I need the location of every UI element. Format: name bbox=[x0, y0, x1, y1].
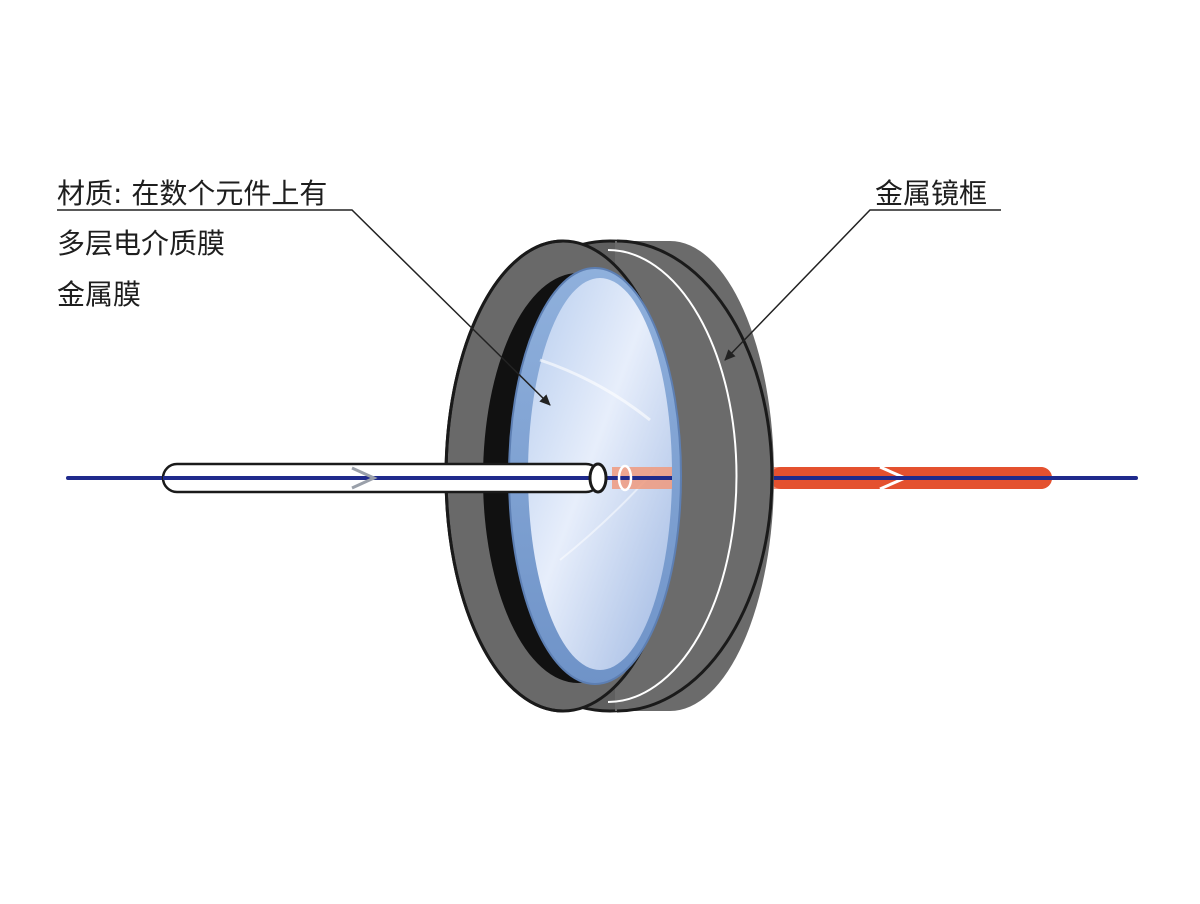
incident-beam-arrow-icon bbox=[351, 466, 378, 490]
frame-label: 金属镜框 bbox=[875, 177, 988, 210]
beam-through-lens bbox=[600, 464, 672, 492]
frame-leader-line bbox=[724, 209, 1001, 361]
material-label-line1: 材质: 在数个元件上有 bbox=[57, 177, 328, 210]
material-label-line2: 多层电介质膜 bbox=[57, 227, 226, 260]
leader-lines bbox=[57, 209, 1001, 406]
incident-beam-tube bbox=[161, 462, 608, 494]
material-label-line3: 金属膜 bbox=[57, 278, 142, 311]
material-leader-line bbox=[57, 209, 551, 406]
